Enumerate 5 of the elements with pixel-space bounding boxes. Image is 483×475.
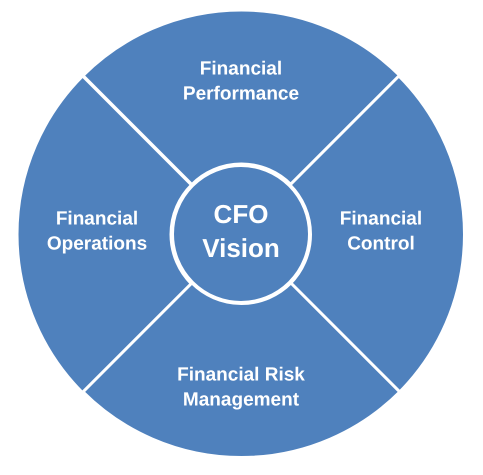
- sector-label: Financial Performance: [182, 57, 300, 106]
- center-label: CFO Vision: [201, 198, 281, 265]
- sector-label: Financial Risk Management: [176, 363, 306, 412]
- sector-label: Financial Operations: [46, 207, 148, 256]
- sector-label: Financial Control: [338, 207, 424, 256]
